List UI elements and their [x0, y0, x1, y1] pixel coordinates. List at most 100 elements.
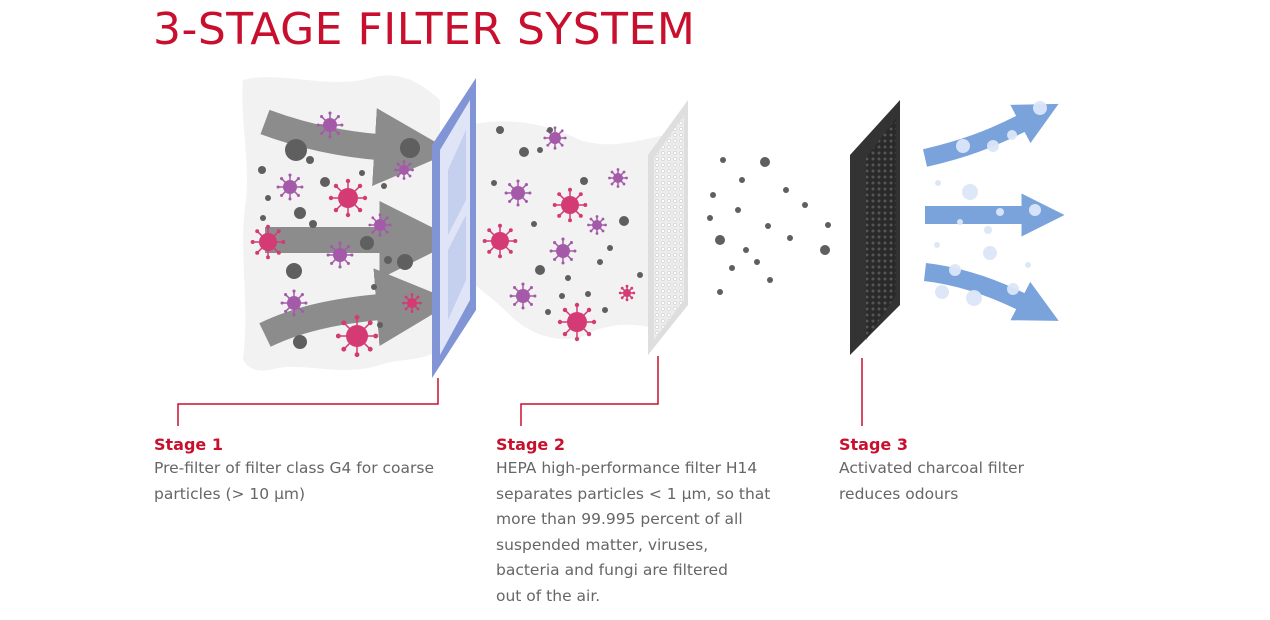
particle [320, 177, 330, 187]
particle [260, 215, 266, 221]
clean-air-bubble [1029, 204, 1041, 216]
clean-air-bubble [987, 140, 999, 152]
particle [293, 335, 307, 349]
stage-1-line: particles (> 10 µm) [154, 484, 306, 503]
clean-air-bubble [956, 139, 970, 153]
stage-2-line: out of the air. [496, 586, 601, 605]
clean-air-bubble [949, 264, 961, 276]
page-title: 3-STAGE FILTER SYSTEM [153, 4, 696, 55]
stage-2-line: more than 99.995 percent of all [496, 510, 743, 528]
particle [783, 187, 789, 193]
clean-air-bubble [984, 226, 992, 234]
particle [265, 195, 271, 201]
stage-2-filter [648, 100, 688, 355]
particle [286, 263, 302, 279]
stage-1-description: Stage 1 Pre-filter of filter class G4 fo… [154, 434, 454, 507]
clean-air-arrow [923, 263, 1059, 321]
particle [285, 139, 307, 161]
particle [767, 277, 773, 283]
particle [715, 235, 725, 245]
virus-icon [328, 178, 368, 218]
stage-1-line: Pre-filter of filter class G4 for coarse [154, 459, 434, 477]
particle [545, 309, 551, 315]
stage-2-line: bacteria and fungi are filtered [496, 561, 728, 579]
particle [360, 236, 374, 250]
virus-icon [250, 224, 286, 260]
virus-icon [543, 126, 567, 150]
virus-icon [326, 241, 354, 269]
stage-3-text: Activated charcoal filter reduces odours [839, 456, 1139, 507]
particle [820, 245, 830, 255]
particle [400, 138, 420, 158]
clean-air-bubble [1007, 130, 1017, 140]
virus-icon [482, 223, 518, 259]
virus-icon [557, 302, 597, 342]
virus-icon [402, 293, 422, 313]
particle [537, 147, 543, 153]
clean-air-bubble [962, 184, 978, 200]
clean-air-bubble [935, 285, 949, 299]
particle [496, 126, 504, 134]
particle [585, 291, 591, 297]
clean-air-bubble [1007, 283, 1019, 295]
particle [384, 256, 392, 264]
particle [717, 289, 723, 295]
stage-2-text: HEPA high-performance filter H14 separat… [496, 456, 796, 609]
virus-icon [280, 289, 308, 317]
stage-3-description: Stage 3 Activated charcoal filter reduce… [839, 434, 1139, 507]
virus-icon [549, 237, 577, 265]
particle [710, 192, 716, 198]
stage-3-filter [850, 100, 900, 355]
particle [565, 275, 571, 281]
clean-air-bubble [966, 290, 982, 306]
particle [547, 127, 553, 133]
stage-2-line: HEPA high-performance filter H14 [496, 459, 758, 477]
particle [535, 265, 545, 275]
particle [739, 177, 745, 183]
clean-air-bubble [1025, 262, 1031, 268]
particle [258, 166, 266, 174]
virus-icon [335, 314, 379, 358]
particle [787, 235, 793, 241]
particle [519, 147, 529, 157]
clean-air-bubble [934, 242, 940, 248]
virus-icon [608, 168, 628, 188]
particle [802, 202, 808, 208]
particle [377, 322, 383, 328]
virus-icon [618, 284, 636, 302]
particle [491, 180, 497, 186]
particle [743, 247, 749, 253]
particle [531, 221, 537, 227]
particle [309, 220, 317, 228]
virus-icon [509, 282, 537, 310]
virus-icon [587, 215, 607, 235]
particle [371, 284, 377, 290]
stage-2-line: separates particles < 1 µm, so that [496, 484, 771, 503]
virus-icon [316, 111, 344, 139]
particle [381, 183, 387, 189]
particle [637, 272, 643, 278]
particle [619, 216, 629, 226]
stage-2-line: suspended matter, viruses, [496, 535, 709, 554]
stage-2-leader-line [520, 356, 659, 426]
virus-icon [276, 173, 304, 201]
particle [825, 222, 831, 228]
dirty-air-arrow [260, 108, 453, 186]
virus-icon [504, 179, 532, 207]
particle [729, 265, 735, 271]
particle [607, 245, 613, 251]
stage-3-line: reduces odours [839, 484, 959, 503]
particle [397, 254, 413, 270]
clean-air-bubble [935, 180, 941, 186]
particle [359, 170, 365, 176]
particle [580, 177, 588, 185]
stage-1-leader-line [177, 378, 439, 426]
stage-3-heading: Stage 3 [839, 435, 908, 454]
virus-icon [394, 160, 414, 180]
particles-layer [250, 101, 1047, 358]
virus-icon [552, 187, 588, 223]
stage-1-filter [432, 78, 476, 378]
particle [754, 259, 760, 265]
particle [707, 215, 713, 221]
